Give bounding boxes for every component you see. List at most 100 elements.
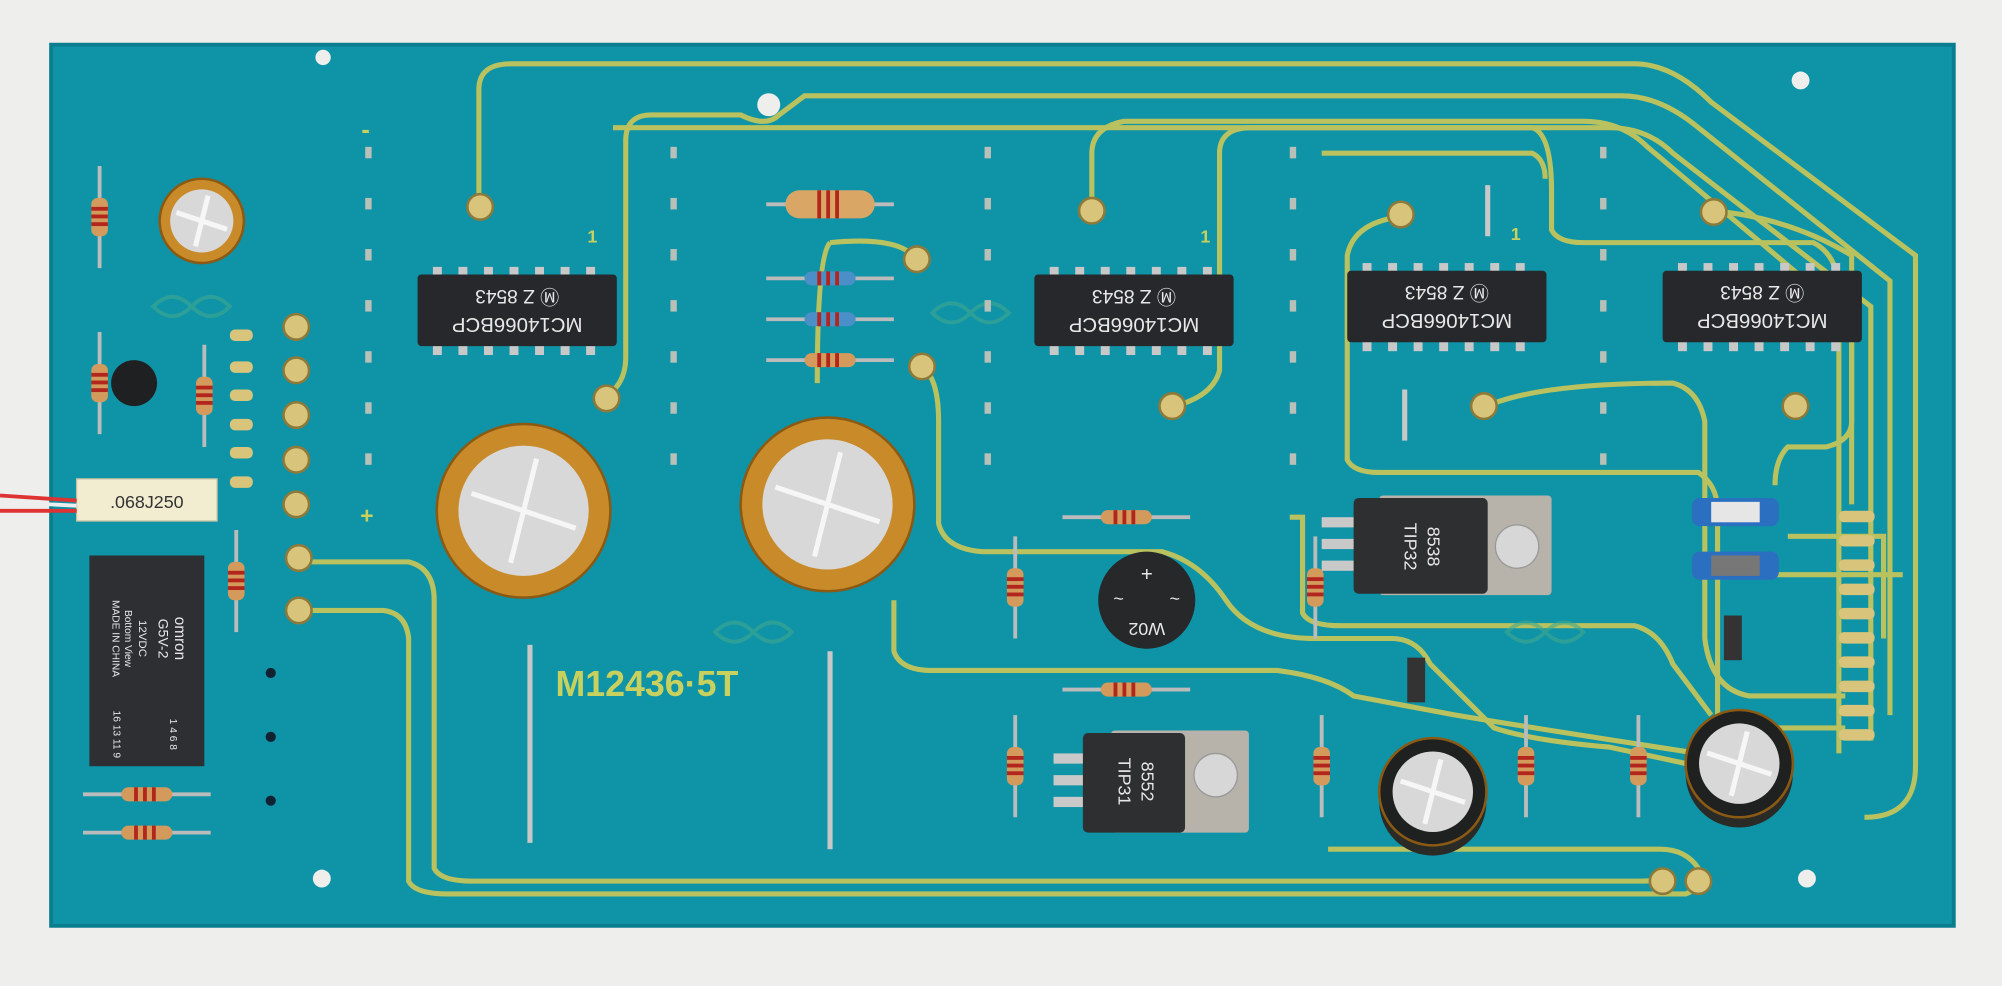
- connector-pad: [1838, 729, 1875, 741]
- connector-pad: [1838, 704, 1875, 717]
- pin-pad: [670, 249, 677, 261]
- pin-pad: [1289, 351, 1297, 363]
- electrolytic-capacitor: [739, 416, 916, 593]
- smd-components: [1407, 498, 1779, 703]
- pin-pad: [365, 402, 372, 414]
- pin-pad: [984, 197, 991, 210]
- pin1-mark: 1: [1200, 227, 1210, 247]
- pin-pad: [670, 300, 677, 312]
- pin-pad: [1600, 453, 1607, 465]
- resistor: [1062, 510, 1191, 525]
- pin-pad: [670, 197, 677, 210]
- polarity-plus: +: [360, 503, 373, 529]
- svg-text:TIP32: TIP32: [1401, 523, 1421, 571]
- connector-pads-right: [1838, 510, 1875, 741]
- svg-text:~: ~: [1113, 589, 1123, 609]
- circuit-board: [51, 44, 1954, 926]
- pin-pad: [670, 351, 677, 363]
- pin-pad: [1600, 249, 1607, 261]
- ic-date-code: Ⓜ Z 8543: [475, 285, 559, 307]
- resistor: [1062, 682, 1191, 697]
- pin-pad: [1289, 197, 1297, 210]
- resistor: [83, 825, 211, 840]
- pin-pad: [984, 402, 991, 414]
- ic-date-code: Ⓜ Z 8543: [1720, 281, 1804, 303]
- ic-chip: MC14066BCP Ⓜ Z 8543: [1662, 263, 1862, 352]
- pin-pad: [365, 249, 372, 261]
- pin-pad: [670, 146, 677, 159]
- svg-text:W02: W02: [1128, 619, 1165, 639]
- pin1-mark: 1: [1511, 224, 1521, 244]
- electrolytic-capacitor: [1684, 708, 1795, 828]
- board-part-number: M12436·5T: [555, 664, 738, 704]
- pin-pad: [1600, 197, 1607, 210]
- electrolytic-capacitor: [1377, 736, 1488, 856]
- resistor: [196, 344, 213, 447]
- resistor: [1307, 536, 1324, 639]
- ic-chip: MC14066BCP Ⓜ Z 8543: [1347, 263, 1547, 352]
- pin-pad: [1600, 146, 1607, 159]
- mounting-holes: [312, 49, 1816, 888]
- svg-text:+: +: [1141, 562, 1153, 584]
- pin-pad: [1289, 249, 1297, 261]
- pin-pad: [365, 197, 372, 210]
- svg-text:~: ~: [1170, 589, 1180, 609]
- svg-text:8552: 8552: [1138, 762, 1158, 802]
- pin-pad: [1600, 351, 1607, 363]
- resistor: [227, 529, 245, 633]
- pin-pad: [984, 453, 991, 465]
- svg-text:16 13 11 9: 16 13 11 9: [111, 711, 122, 759]
- ic-chip: MC14066BCP Ⓜ Z 8543: [417, 266, 617, 356]
- hole: [265, 731, 276, 742]
- svg-text:G5V-2: G5V-2: [155, 619, 171, 659]
- svg-text:8538: 8538: [1424, 527, 1444, 567]
- pin-pad: [365, 146, 372, 159]
- hole: [265, 795, 276, 806]
- resistor: [766, 190, 894, 219]
- connector-pad: [1838, 510, 1875, 523]
- pin-pad: [365, 453, 372, 465]
- resistor: [766, 312, 894, 327]
- pin-pad: [670, 402, 677, 414]
- resistor: [1517, 715, 1535, 818]
- resistor: [91, 166, 108, 269]
- pin-pad: [1600, 402, 1607, 414]
- svg-text:MADE IN CHINA: MADE IN CHINA: [109, 600, 120, 677]
- copper-traces: [306, 61, 1919, 897]
- svg-text:.068J250: .068J250: [110, 492, 184, 512]
- solder-pads: [282, 192, 1810, 896]
- svg-text:TIP31: TIP31: [1115, 758, 1135, 806]
- resistor: [766, 353, 894, 368]
- pin1-mark: 1: [587, 227, 597, 247]
- pin-pad: [1289, 402, 1297, 414]
- resistor: [766, 271, 894, 286]
- pin-pad: [984, 351, 991, 363]
- connector-pad: [1838, 656, 1875, 668]
- ic-part-number: MC14066BCP: [452, 313, 583, 335]
- wire-links: [527, 185, 1491, 850]
- silkscreen-marks: [150, 295, 1587, 644]
- svg-text:Bottom View: Bottom View: [122, 610, 133, 668]
- resistor: [91, 332, 108, 435]
- connector-pad: [1838, 535, 1875, 547]
- ic-part-number: MC14066BCP: [1697, 309, 1828, 331]
- bridge-rectifier: W02 + ~ ~: [1098, 551, 1196, 649]
- pin-pad: [1600, 300, 1607, 312]
- svg-text:omron: omron: [171, 617, 188, 660]
- pin-pad: [984, 146, 991, 159]
- film-capacitor: .068J250: [75, 478, 218, 522]
- ic-part-number: MC14066BCP: [1069, 313, 1200, 335]
- pin-pad: [670, 453, 677, 465]
- ic-part-number: MC14066BCP: [1382, 309, 1513, 331]
- ic-date-code: Ⓜ Z 8543: [1405, 281, 1489, 303]
- pin-pad: [1289, 453, 1297, 465]
- connector-pad: [1838, 680, 1875, 693]
- svg-text:1 4 6 8: 1 4 6 8: [167, 719, 178, 751]
- pin-pad: [365, 351, 372, 363]
- resistor: [1313, 715, 1330, 818]
- pin-pad: [1289, 146, 1297, 159]
- connector-pad: [1838, 607, 1875, 620]
- transistor-tip31: 8552 TIP31: [1053, 730, 1249, 833]
